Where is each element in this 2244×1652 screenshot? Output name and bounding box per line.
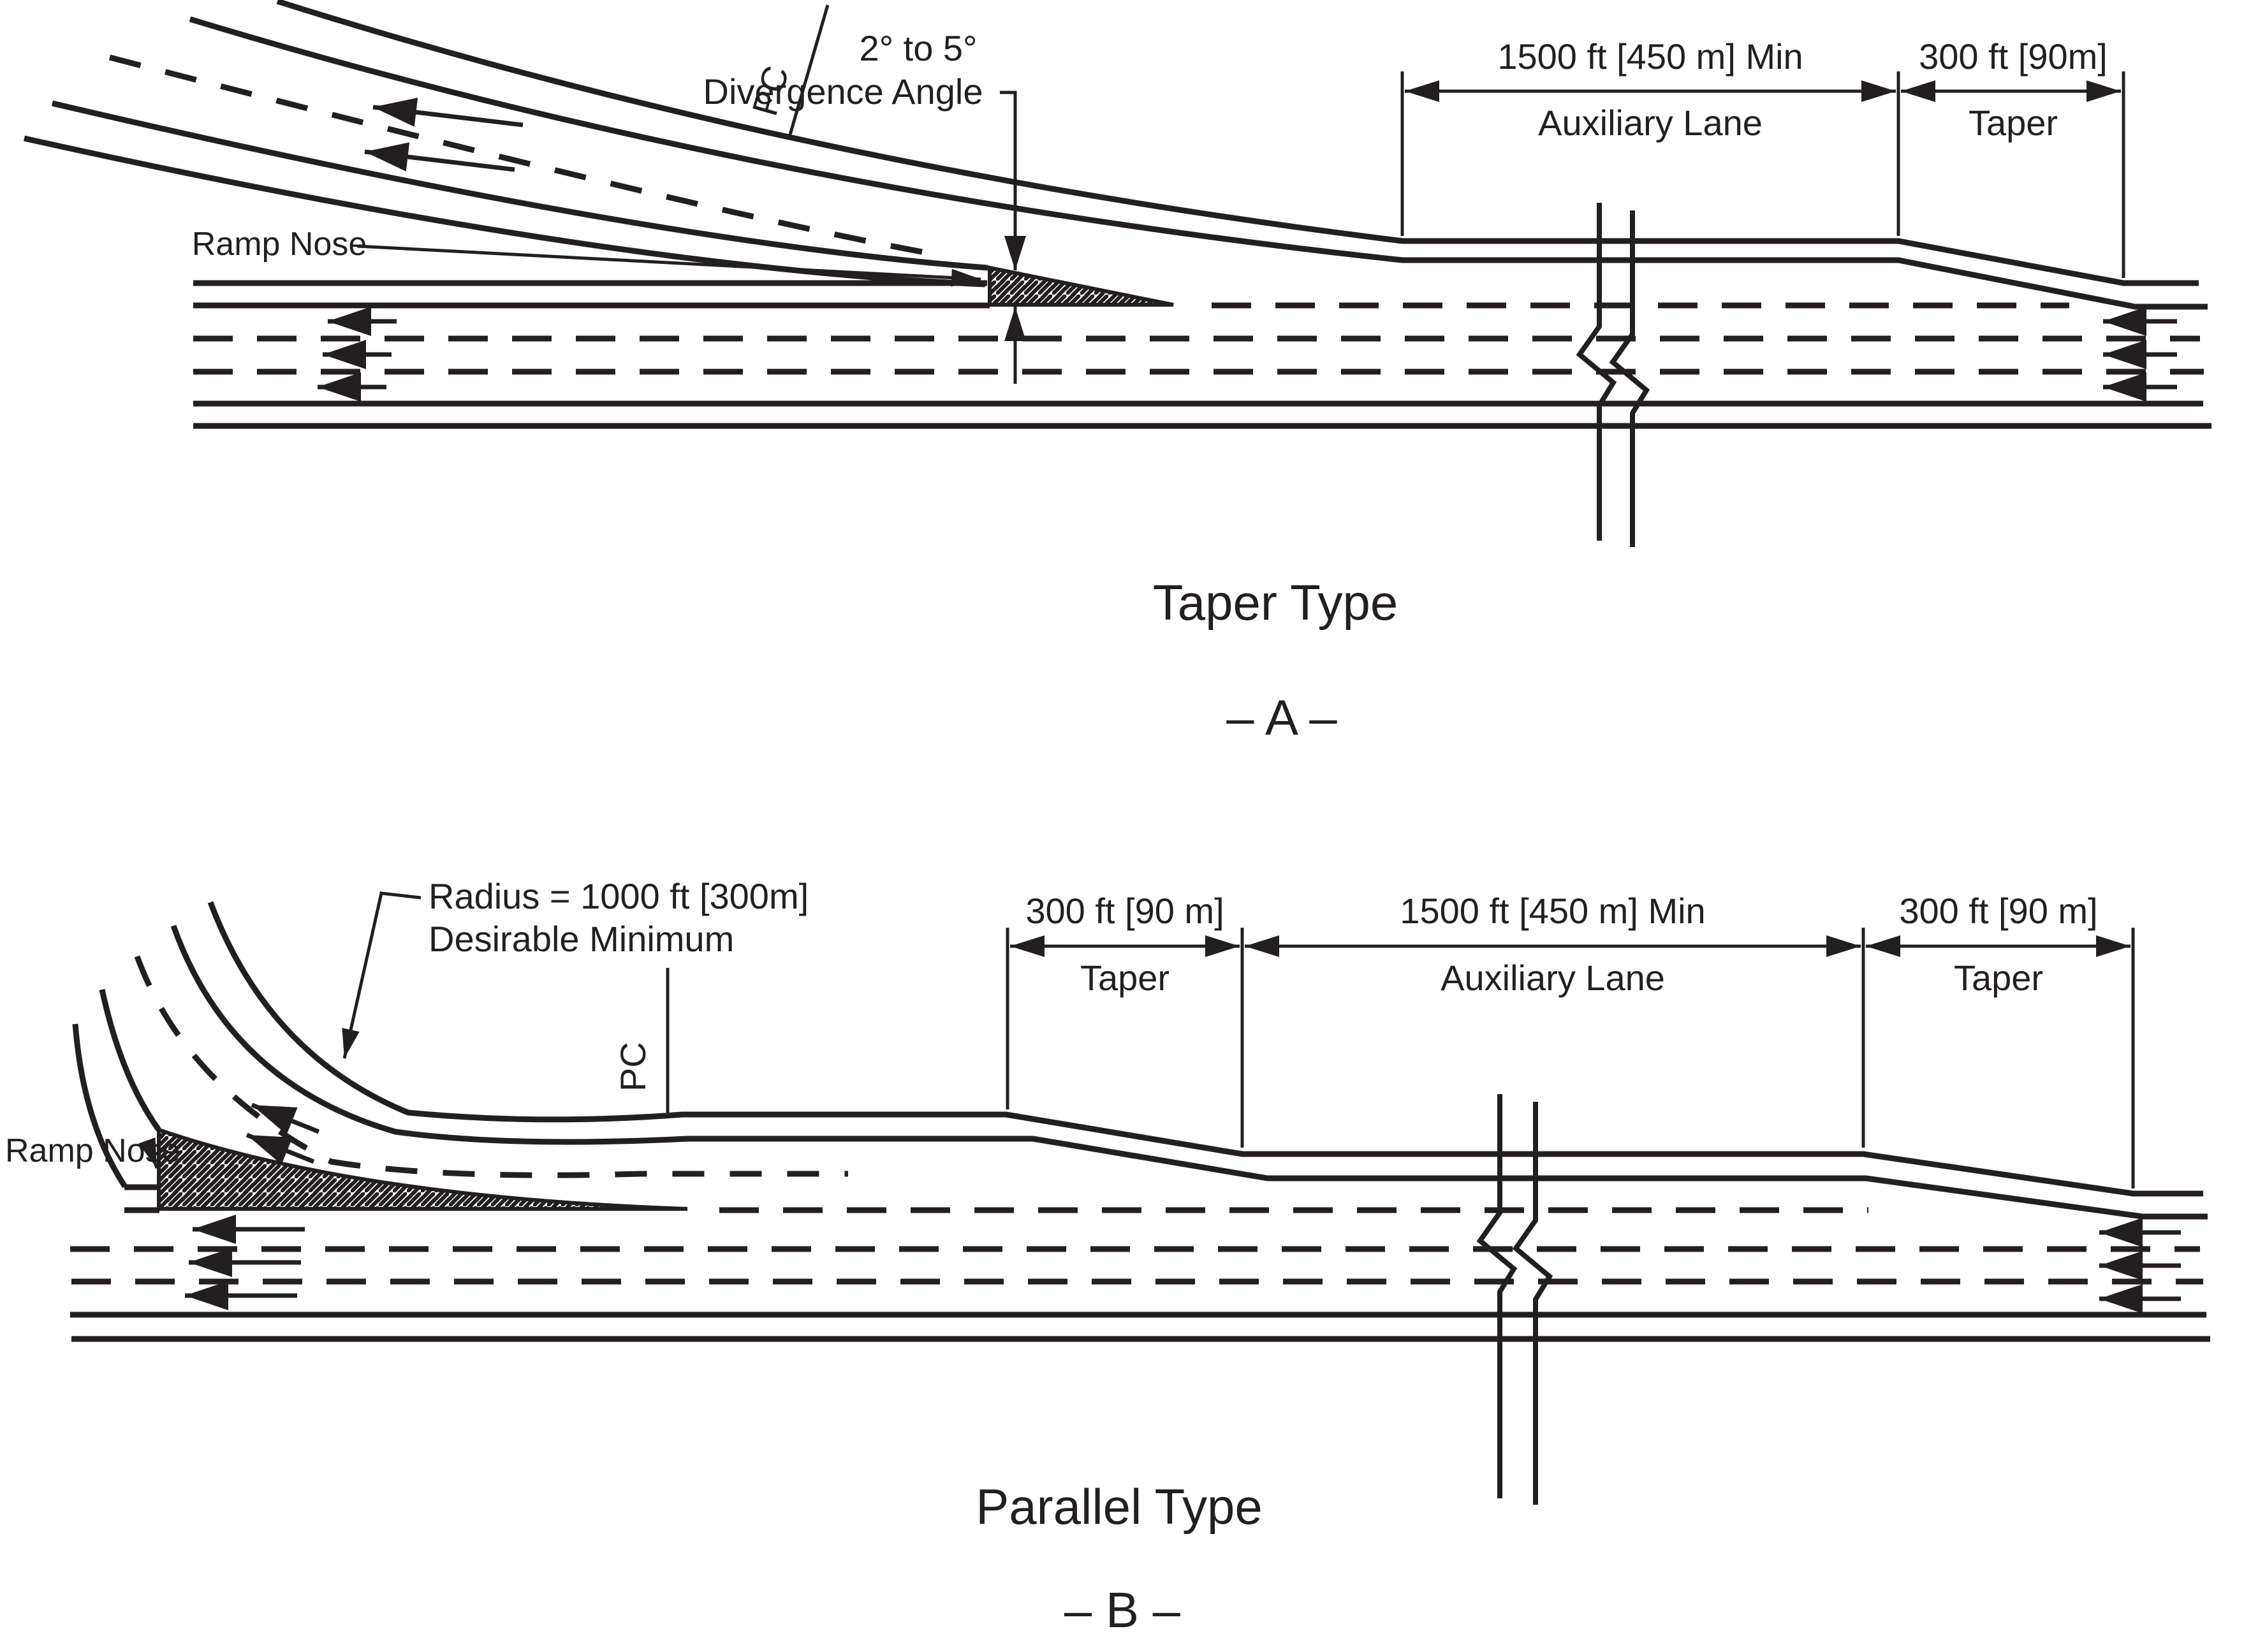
taper-left-length-label-b: 300 ft [90 m] xyxy=(1025,891,1224,931)
ramp-nose-label-b: Ramp Nose xyxy=(5,1132,180,1169)
ramp-outer-edge-and-parallel-top-b xyxy=(207,901,2203,1197)
aux-length-label-a: 1500 ft [450 m] Min xyxy=(1497,36,1803,77)
dimensions-b: 300 ft [90 m] Taper 1500 ft [450 m] Min … xyxy=(1006,891,2135,1188)
aux-name-label-b: Auxiliary Lane xyxy=(1441,958,1665,998)
taper-right-name-label-b: Taper xyxy=(1954,958,2043,998)
pc-marker-b: PC xyxy=(613,968,670,1113)
taper-length-label-a: 300 ft [90m] xyxy=(1919,36,2108,77)
ramp-inner-shoulder-and-parallel-edge-b xyxy=(170,925,2208,1220)
ramp-nose-leader-a xyxy=(356,244,981,287)
pc-label-b: PC xyxy=(613,1042,653,1092)
ramp-nose-label-a: Ramp Nose xyxy=(192,226,981,287)
ramp-centerline-b xyxy=(134,955,848,1178)
radius-leader xyxy=(342,891,422,1059)
break-line-icon xyxy=(1512,1102,1553,1505)
divergence-angle-label-a: 2° to 5° Divergence Angle xyxy=(703,28,1026,384)
taper-right-length-label-b: 300 ft [90 m] xyxy=(1899,891,2097,931)
aux-length-label-b: 1500 ft [450 m] Min xyxy=(1400,891,1705,931)
ramp-lower-edge-1-b xyxy=(99,989,161,1132)
ramp-nose-leader-b xyxy=(138,1137,159,1169)
diagram-b-title: Parallel Type xyxy=(976,1479,1263,1535)
ramp-a xyxy=(24,0,2208,310)
diagram-a-tag: – A – xyxy=(1226,689,1337,745)
pc-tick-a xyxy=(787,4,830,140)
gore-hatch-a xyxy=(988,265,1174,307)
taper-name-label-a: Taper xyxy=(1969,103,2058,143)
ramp-inner-shoulder-and-aux-edge-a xyxy=(189,16,2208,310)
ramp-nose-text-a: Ramp Nose xyxy=(192,226,367,263)
diagram-a-title: Taper Type xyxy=(1153,574,1398,631)
radius-label-b: Radius = 1000 ft [300m] Desirable Minimu… xyxy=(342,876,809,1059)
radius-text-line2: Desirable Minimum xyxy=(429,919,734,959)
ramp-lower-edge-2-a xyxy=(24,135,986,288)
diagram-b-tag: – B – xyxy=(1064,1582,1181,1638)
ramp-traffic-arrow xyxy=(372,98,524,128)
break-line-icon xyxy=(1609,210,1650,547)
divergence-angle-text: Divergence Angle xyxy=(703,71,983,112)
ramp-traffic-arrow xyxy=(251,1102,320,1135)
break-line-icon xyxy=(1576,203,1617,541)
mainline-a xyxy=(193,203,2211,547)
taper-left-name-label-b: Taper xyxy=(1080,958,1170,998)
radius-text-line1: Radius = 1000 ft [300m] xyxy=(429,876,809,916)
ramp-traffic-arrow xyxy=(364,142,515,172)
diagram-b: PC Radius = 1000 ft [300m] Desirable Min… xyxy=(5,876,2210,1638)
divergence-angle-value: 2° to 5° xyxy=(860,28,978,68)
ramp-outer-edge-and-aux-top-a xyxy=(276,0,2199,286)
ramp-lower-edge-2-b xyxy=(72,1023,128,1188)
gore-hatch-b xyxy=(157,1127,688,1211)
ramp-lower-edge-1-a xyxy=(51,100,988,271)
mainline-b xyxy=(70,1094,2210,1505)
diagram-a: PC 2° to 5° Divergence Angle Ramp Nose 1… xyxy=(24,0,2211,745)
ramp-traffic-arrow xyxy=(246,1132,315,1165)
ramp-b xyxy=(72,901,2208,1220)
aux-name-label-a: Auxiliary Lane xyxy=(1538,103,1763,143)
break-line-icon xyxy=(1476,1094,1518,1498)
divergence-leader-down-arrow xyxy=(1000,91,1026,270)
ramp-centerline-a xyxy=(108,54,933,257)
dimensions-a: 1500 ft [450 m] Min Auxiliary Lane 300 f… xyxy=(1400,36,2125,278)
